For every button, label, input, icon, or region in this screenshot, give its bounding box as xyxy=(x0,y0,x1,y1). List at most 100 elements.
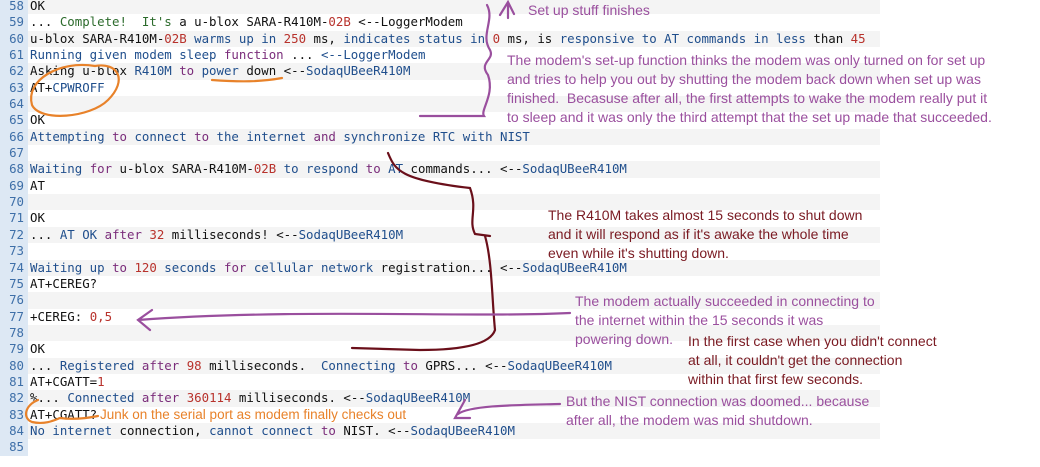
token: to respond xyxy=(276,161,366,177)
token: 120 xyxy=(134,259,157,275)
token: to xyxy=(320,422,336,438)
token: connection, xyxy=(119,422,210,438)
token: to xyxy=(194,128,210,144)
token: cannot connect xyxy=(209,422,321,438)
line-text: OK xyxy=(28,112,45,128)
token: +CEREG: xyxy=(30,308,90,324)
log-line: 78 xyxy=(0,324,880,342)
line-text: ... Registered after 98 milliseconds. Co… xyxy=(28,358,612,374)
line-number: 79 xyxy=(0,341,28,358)
token: SodaqUBeeR410M xyxy=(410,422,515,438)
line-text: No internet connection, cannot connect t… xyxy=(28,423,515,439)
line-number: 82 xyxy=(0,390,28,407)
token: SodaqUBeeR410M xyxy=(522,161,627,177)
token: to xyxy=(112,259,127,275)
orange-circle-cpwroff xyxy=(30,63,120,117)
token: Registered xyxy=(59,357,142,373)
line-number: 58 xyxy=(0,0,28,15)
log-line: 70 xyxy=(0,194,880,211)
orange-circle-junk xyxy=(24,398,100,425)
line-text: Waiting up to 120 seconds for cellular n… xyxy=(28,260,627,276)
log-line: 76 xyxy=(0,292,880,309)
line-number: 66 xyxy=(0,128,28,146)
token: 02B xyxy=(253,161,277,177)
token: %... xyxy=(30,390,68,406)
token: for xyxy=(89,161,113,177)
token: GPRS... <-- xyxy=(417,357,508,373)
line-number: 85 xyxy=(0,439,28,456)
token: AT+CEREG? xyxy=(30,275,98,291)
note-first-case: In the first case when you didn't connec… xyxy=(688,333,937,387)
token: milliseconds! <-- xyxy=(164,226,299,242)
token: u-blox SARA-R410M- xyxy=(30,30,165,46)
line-text: %... Connected after 360114 milliseconds… xyxy=(28,390,470,406)
token: AT+CGATT= xyxy=(30,373,98,389)
line-text: Running given modem sleep function ... <… xyxy=(28,47,425,63)
line-number: 81 xyxy=(0,373,28,391)
line-number: 77 xyxy=(0,308,28,325)
line-text: Attempting to connect to the internet an… xyxy=(28,129,530,145)
line-number: 76 xyxy=(0,292,28,309)
token: ... xyxy=(30,226,60,242)
line-text: ... AT OK after 32 milliseconds! <--Soda… xyxy=(28,227,403,243)
log-line: 64 xyxy=(0,96,880,113)
token: CPWROFF xyxy=(52,79,105,95)
token: for xyxy=(223,259,247,275)
line-text: AT+CEREG? xyxy=(28,276,97,292)
token: responsive to AT commands in less xyxy=(559,30,814,46)
token: connect xyxy=(126,128,195,144)
purple-brace xyxy=(418,3,493,118)
token: NIST. <-- xyxy=(335,422,411,438)
token: ms, xyxy=(306,30,344,46)
line-text: AT+CGATT=1 xyxy=(28,374,105,390)
note-nist-doomed: But the NIST connection was doomed... be… xyxy=(566,393,870,428)
note-takes-15-seconds: The R410M takes almost 15 seconds to shu… xyxy=(548,207,863,261)
line-number: 61 xyxy=(0,47,28,64)
token: 02B xyxy=(328,14,351,30)
line-number: 72 xyxy=(0,226,28,244)
token: AT xyxy=(30,177,45,193)
line-number: 70 xyxy=(0,194,28,211)
log-line: 59... Complete! It's a u-blox SARA-R410M… xyxy=(0,14,880,31)
line-number: 83 xyxy=(0,406,28,423)
token: seconds xyxy=(156,259,224,275)
token: 45 xyxy=(850,30,866,46)
token: 0,5 xyxy=(89,308,113,324)
token: the internet xyxy=(209,128,314,144)
token: and xyxy=(313,128,336,144)
token: Waiting xyxy=(30,161,90,177)
token: <--LoggerModem xyxy=(350,14,463,30)
line-number: 80 xyxy=(0,357,28,374)
token: Connected xyxy=(67,390,142,406)
token: 360114 xyxy=(186,390,232,406)
line-text: AT xyxy=(28,178,45,194)
token: after xyxy=(141,357,180,373)
line-number: 71 xyxy=(0,210,28,227)
token: 32 xyxy=(149,226,165,242)
dark-red-bracket xyxy=(350,151,497,352)
log-line: 85 xyxy=(0,439,880,456)
token: 1 xyxy=(97,373,105,389)
line-text: Waiting for u-blox SARA-R410M-02B to res… xyxy=(28,161,627,177)
line-number: 63 xyxy=(0,79,28,97)
token: SodaqUBeeR410M xyxy=(507,357,612,373)
line-number: 84 xyxy=(0,422,28,440)
purple-arrow-nist xyxy=(453,398,562,420)
token: 02B xyxy=(164,30,187,46)
token: 98 xyxy=(186,357,202,373)
token: than xyxy=(813,30,851,46)
token: commands... <-- xyxy=(403,161,523,177)
token: 250 xyxy=(283,30,307,46)
token: after xyxy=(141,390,180,406)
token: ... xyxy=(30,14,60,30)
token: No internet xyxy=(30,422,120,438)
line-text: +CEREG: 0,5 xyxy=(28,309,112,325)
